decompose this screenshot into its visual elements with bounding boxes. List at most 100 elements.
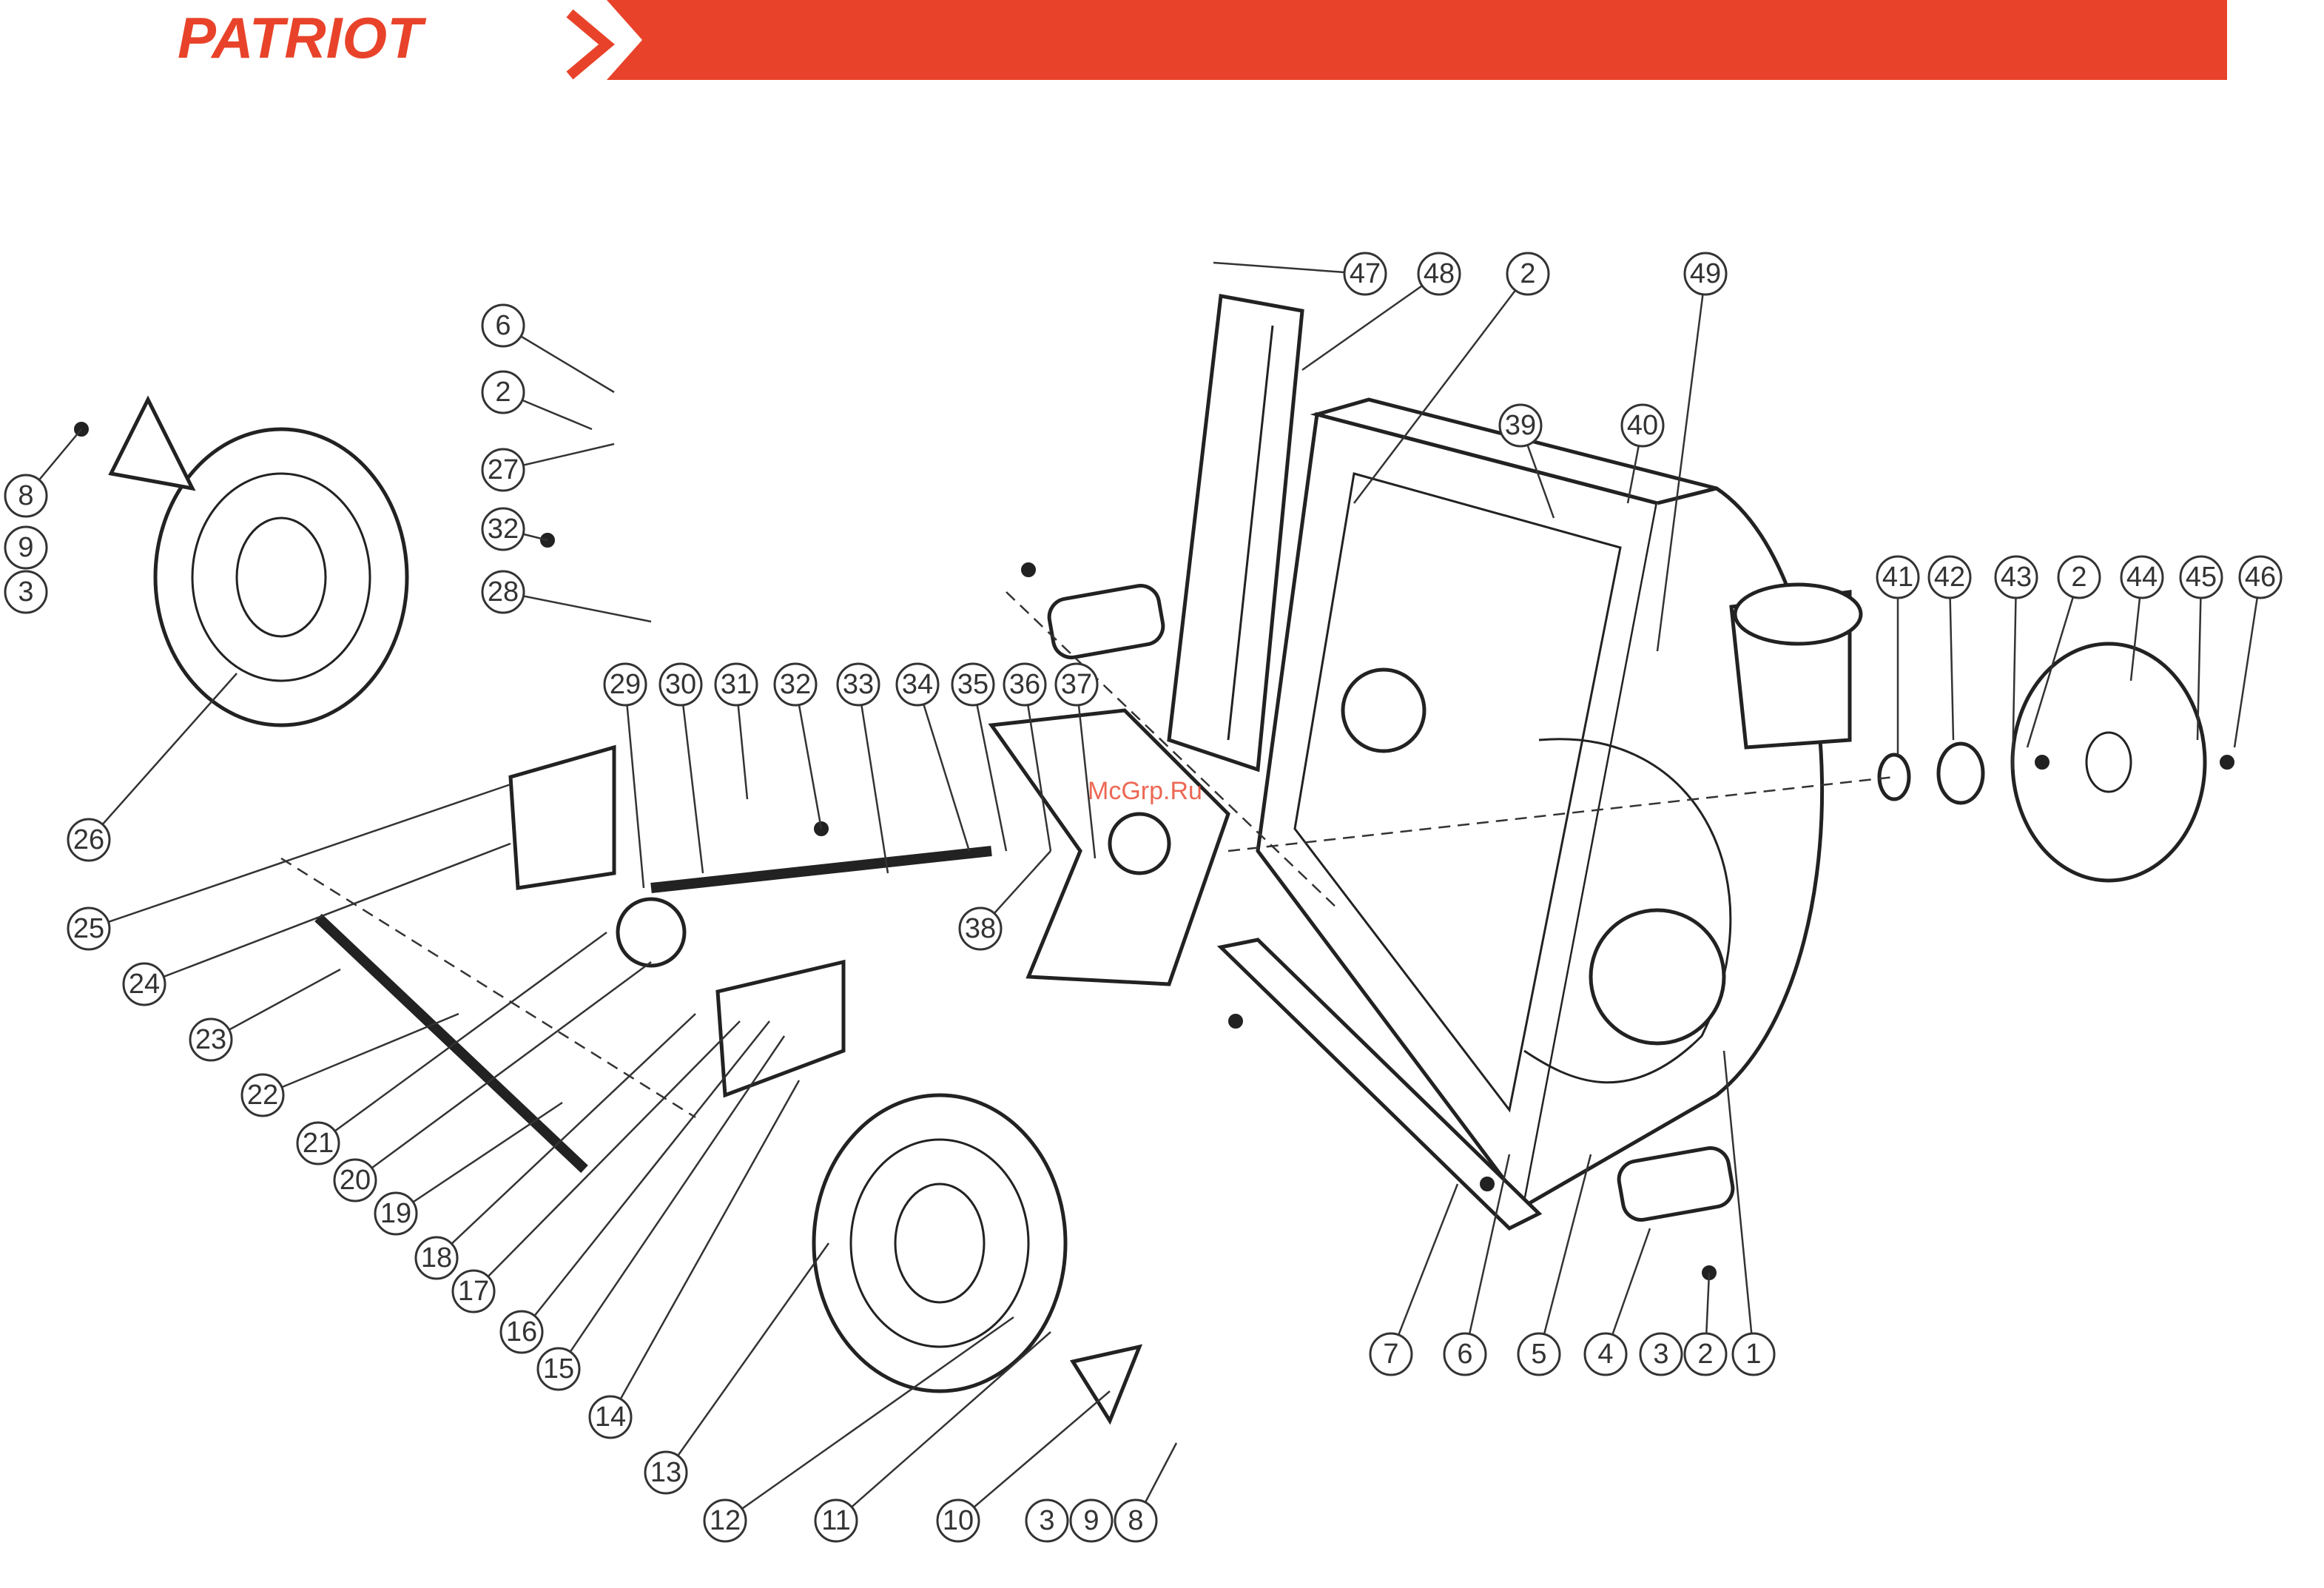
callout-number: 15 <box>543 1353 574 1385</box>
callout-number: 40 <box>1627 410 1658 441</box>
leader-line <box>559 1036 784 1369</box>
leader-line <box>437 1014 695 1258</box>
callout-number: 12 <box>710 1505 741 1536</box>
callout-number: 27 <box>488 454 519 485</box>
callout-16: 16 <box>501 1311 542 1353</box>
callout-number: 49 <box>1690 258 1721 289</box>
callout-number: 17 <box>458 1276 489 1307</box>
callout-2: 2 <box>482 371 524 413</box>
callout-27: 27 <box>482 449 524 491</box>
impeller <box>991 710 1228 984</box>
callout-17: 17 <box>453 1271 494 1312</box>
callout-34: 34 <box>897 664 938 705</box>
leader-line <box>144 844 511 984</box>
leader-line <box>973 684 1006 851</box>
callout-5: 5 <box>1518 1333 1560 1375</box>
callout-number: 46 <box>2245 562 2276 593</box>
callout-number: 21 <box>303 1128 334 1159</box>
callout-44: 44 <box>2121 556 2163 598</box>
callout-number: 2 <box>2071 562 2086 593</box>
callout-8: 8 <box>5 475 47 517</box>
callout-number: 28 <box>488 576 519 608</box>
callout-number: 2 <box>1520 258 1535 289</box>
callout-3: 3 <box>1026 1500 1068 1541</box>
leader-line <box>396 1103 562 1214</box>
callout-number: 41 <box>1882 562 1913 593</box>
leader-line <box>1391 1184 1458 1354</box>
callout-number: 16 <box>506 1316 537 1348</box>
callout-number: 6 <box>1457 1339 1472 1370</box>
callout-number: 44 <box>2126 562 2158 593</box>
callout-number: 37 <box>1061 669 1092 700</box>
callout-number: 43 <box>2001 562 2032 593</box>
leader-line <box>681 684 703 873</box>
callout-number: 34 <box>902 669 933 700</box>
callout-43: 43 <box>1995 556 2037 598</box>
callout-number: 42 <box>1934 562 1965 593</box>
callout-31: 31 <box>715 664 757 705</box>
auger-right <box>814 1095 1065 1391</box>
callout-number: 24 <box>129 969 160 1000</box>
callout-number: 36 <box>1009 669 1040 700</box>
callout-38: 38 <box>960 908 1001 949</box>
callout-number: 3 <box>1039 1505 1054 1536</box>
callout-number: 20 <box>340 1165 371 1196</box>
auger-left <box>155 429 407 725</box>
callout-number: 47 <box>1350 258 1381 289</box>
leader-line <box>503 592 651 622</box>
callout-3: 3 <box>1640 1333 1682 1375</box>
callout-42: 42 <box>1929 556 1970 598</box>
callout-number: 39 <box>1505 410 1536 441</box>
callout-39: 39 <box>1500 405 1541 446</box>
callout-33: 33 <box>838 664 879 705</box>
leader-line <box>211 969 340 1040</box>
callout-number: 32 <box>780 669 811 700</box>
callout-30: 30 <box>660 664 701 705</box>
leader-line <box>474 1021 740 1291</box>
callout-37: 37 <box>1056 664 1097 705</box>
callout-9: 9 <box>1071 1500 1112 1541</box>
callout-9: 9 <box>5 527 47 568</box>
callout-number: 7 <box>1383 1339 1398 1370</box>
leader-line <box>263 1014 459 1095</box>
callout-number: 33 <box>843 669 874 700</box>
callout-8: 8 <box>1115 1500 1156 1541</box>
leader-line <box>522 1021 769 1332</box>
callout-7: 7 <box>1370 1333 1412 1375</box>
callout-28: 28 <box>482 571 524 613</box>
callout-number: 4 <box>1597 1339 1613 1370</box>
callout-number: 3 <box>1653 1339 1668 1370</box>
callout-number: 8 <box>1128 1505 1143 1536</box>
callout-36: 36 <box>1004 664 1045 705</box>
leader-line <box>89 673 237 840</box>
leader-line <box>1213 263 1365 274</box>
callout-48: 48 <box>1418 253 1460 295</box>
callout-number: 3 <box>18 576 33 608</box>
leader-line <box>917 684 969 851</box>
callout-number: 48 <box>1424 258 1455 289</box>
callout-number: 14 <box>595 1402 626 1433</box>
callout-20: 20 <box>334 1160 376 1201</box>
callout-40: 40 <box>1622 405 1663 446</box>
callout-number: 18 <box>421 1242 452 1274</box>
callout-12: 12 <box>704 1500 746 1541</box>
callout-number: 26 <box>73 824 104 855</box>
leader-line <box>795 684 821 829</box>
callout-45: 45 <box>2180 556 2222 598</box>
callout-10: 10 <box>937 1500 979 1541</box>
callout-11: 11 <box>815 1500 857 1541</box>
callout-2: 2 <box>1685 1333 1726 1375</box>
callout-number: 22 <box>247 1080 278 1111</box>
callout-46: 46 <box>2240 556 2281 598</box>
callout-19: 19 <box>375 1193 417 1234</box>
callout-number: 29 <box>610 669 641 700</box>
callout-4: 4 <box>1585 1333 1626 1375</box>
callout-35: 35 <box>952 664 994 705</box>
leader-line <box>1950 577 1953 740</box>
callout-number: 2 <box>495 377 511 408</box>
callout-29: 29 <box>604 664 646 705</box>
leader-line <box>625 684 644 888</box>
watermark: McGrp.Ru <box>1088 777 1202 805</box>
callout-47: 47 <box>1344 253 1386 295</box>
auger-housing <box>1258 400 1861 1206</box>
